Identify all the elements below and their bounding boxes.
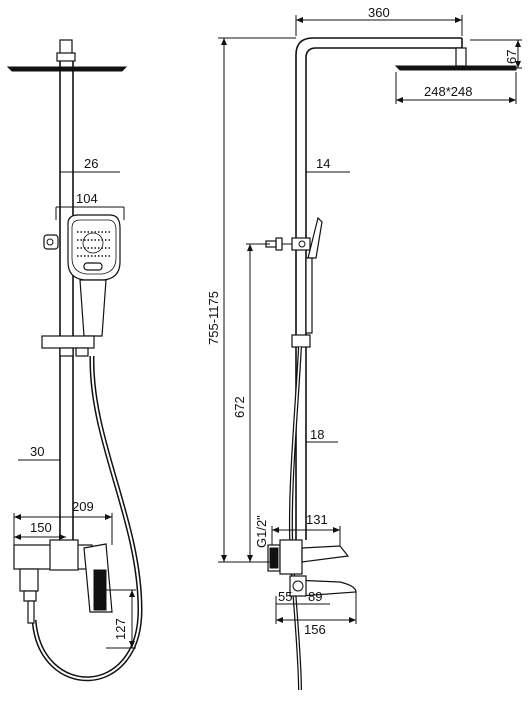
dim-head-thickness: 67 [504,50,519,64]
right-shower-rod [295,37,463,540]
dim-inlet-a: 55 [278,589,292,604]
dim-rod-diameter: 26 [84,156,98,171]
handheld-shower [43,214,121,337]
right-overhead-head [394,47,517,71]
dim-spout-length: 156 [304,622,326,637]
right-mixer-valve [267,539,357,597]
dim-rail-height: 672 [232,396,247,418]
overhead-shower-head [6,39,128,72]
left-mixer-valve [13,539,113,624]
left-view: 26 104 30 209 150 127 [6,39,143,682]
slider-bracket [41,335,95,349]
right-slider-bracket [291,334,311,348]
dim-lower-rod: 18 [310,427,324,442]
dim-mixer-width: 209 [72,499,94,514]
dim-upper-rod: 14 [316,156,330,171]
left-shower-rod [59,61,74,540]
dim-mixer-height: 127 [113,618,128,640]
right-view: 360 67 248*248 14 755-1175 672 18 G1/2" … [206,5,522,691]
dim-head-size: 248*248 [424,84,472,99]
right-dimension-lines [218,15,522,624]
dim-inlet-thread: G1/2" [254,515,269,548]
dim-mixer-body: 150 [30,520,52,535]
dim-handheld-width: 104 [76,191,98,206]
left-dimension-lines [13,171,136,649]
right-handheld [265,216,323,334]
dim-lower-pipe: 30 [30,444,44,459]
dim-inlet-b: 89 [308,589,322,604]
dim-total-height: 755-1175 [206,291,221,345]
dim-mixer-depth: 131 [306,512,328,527]
dim-arm-reach: 360 [368,5,390,20]
